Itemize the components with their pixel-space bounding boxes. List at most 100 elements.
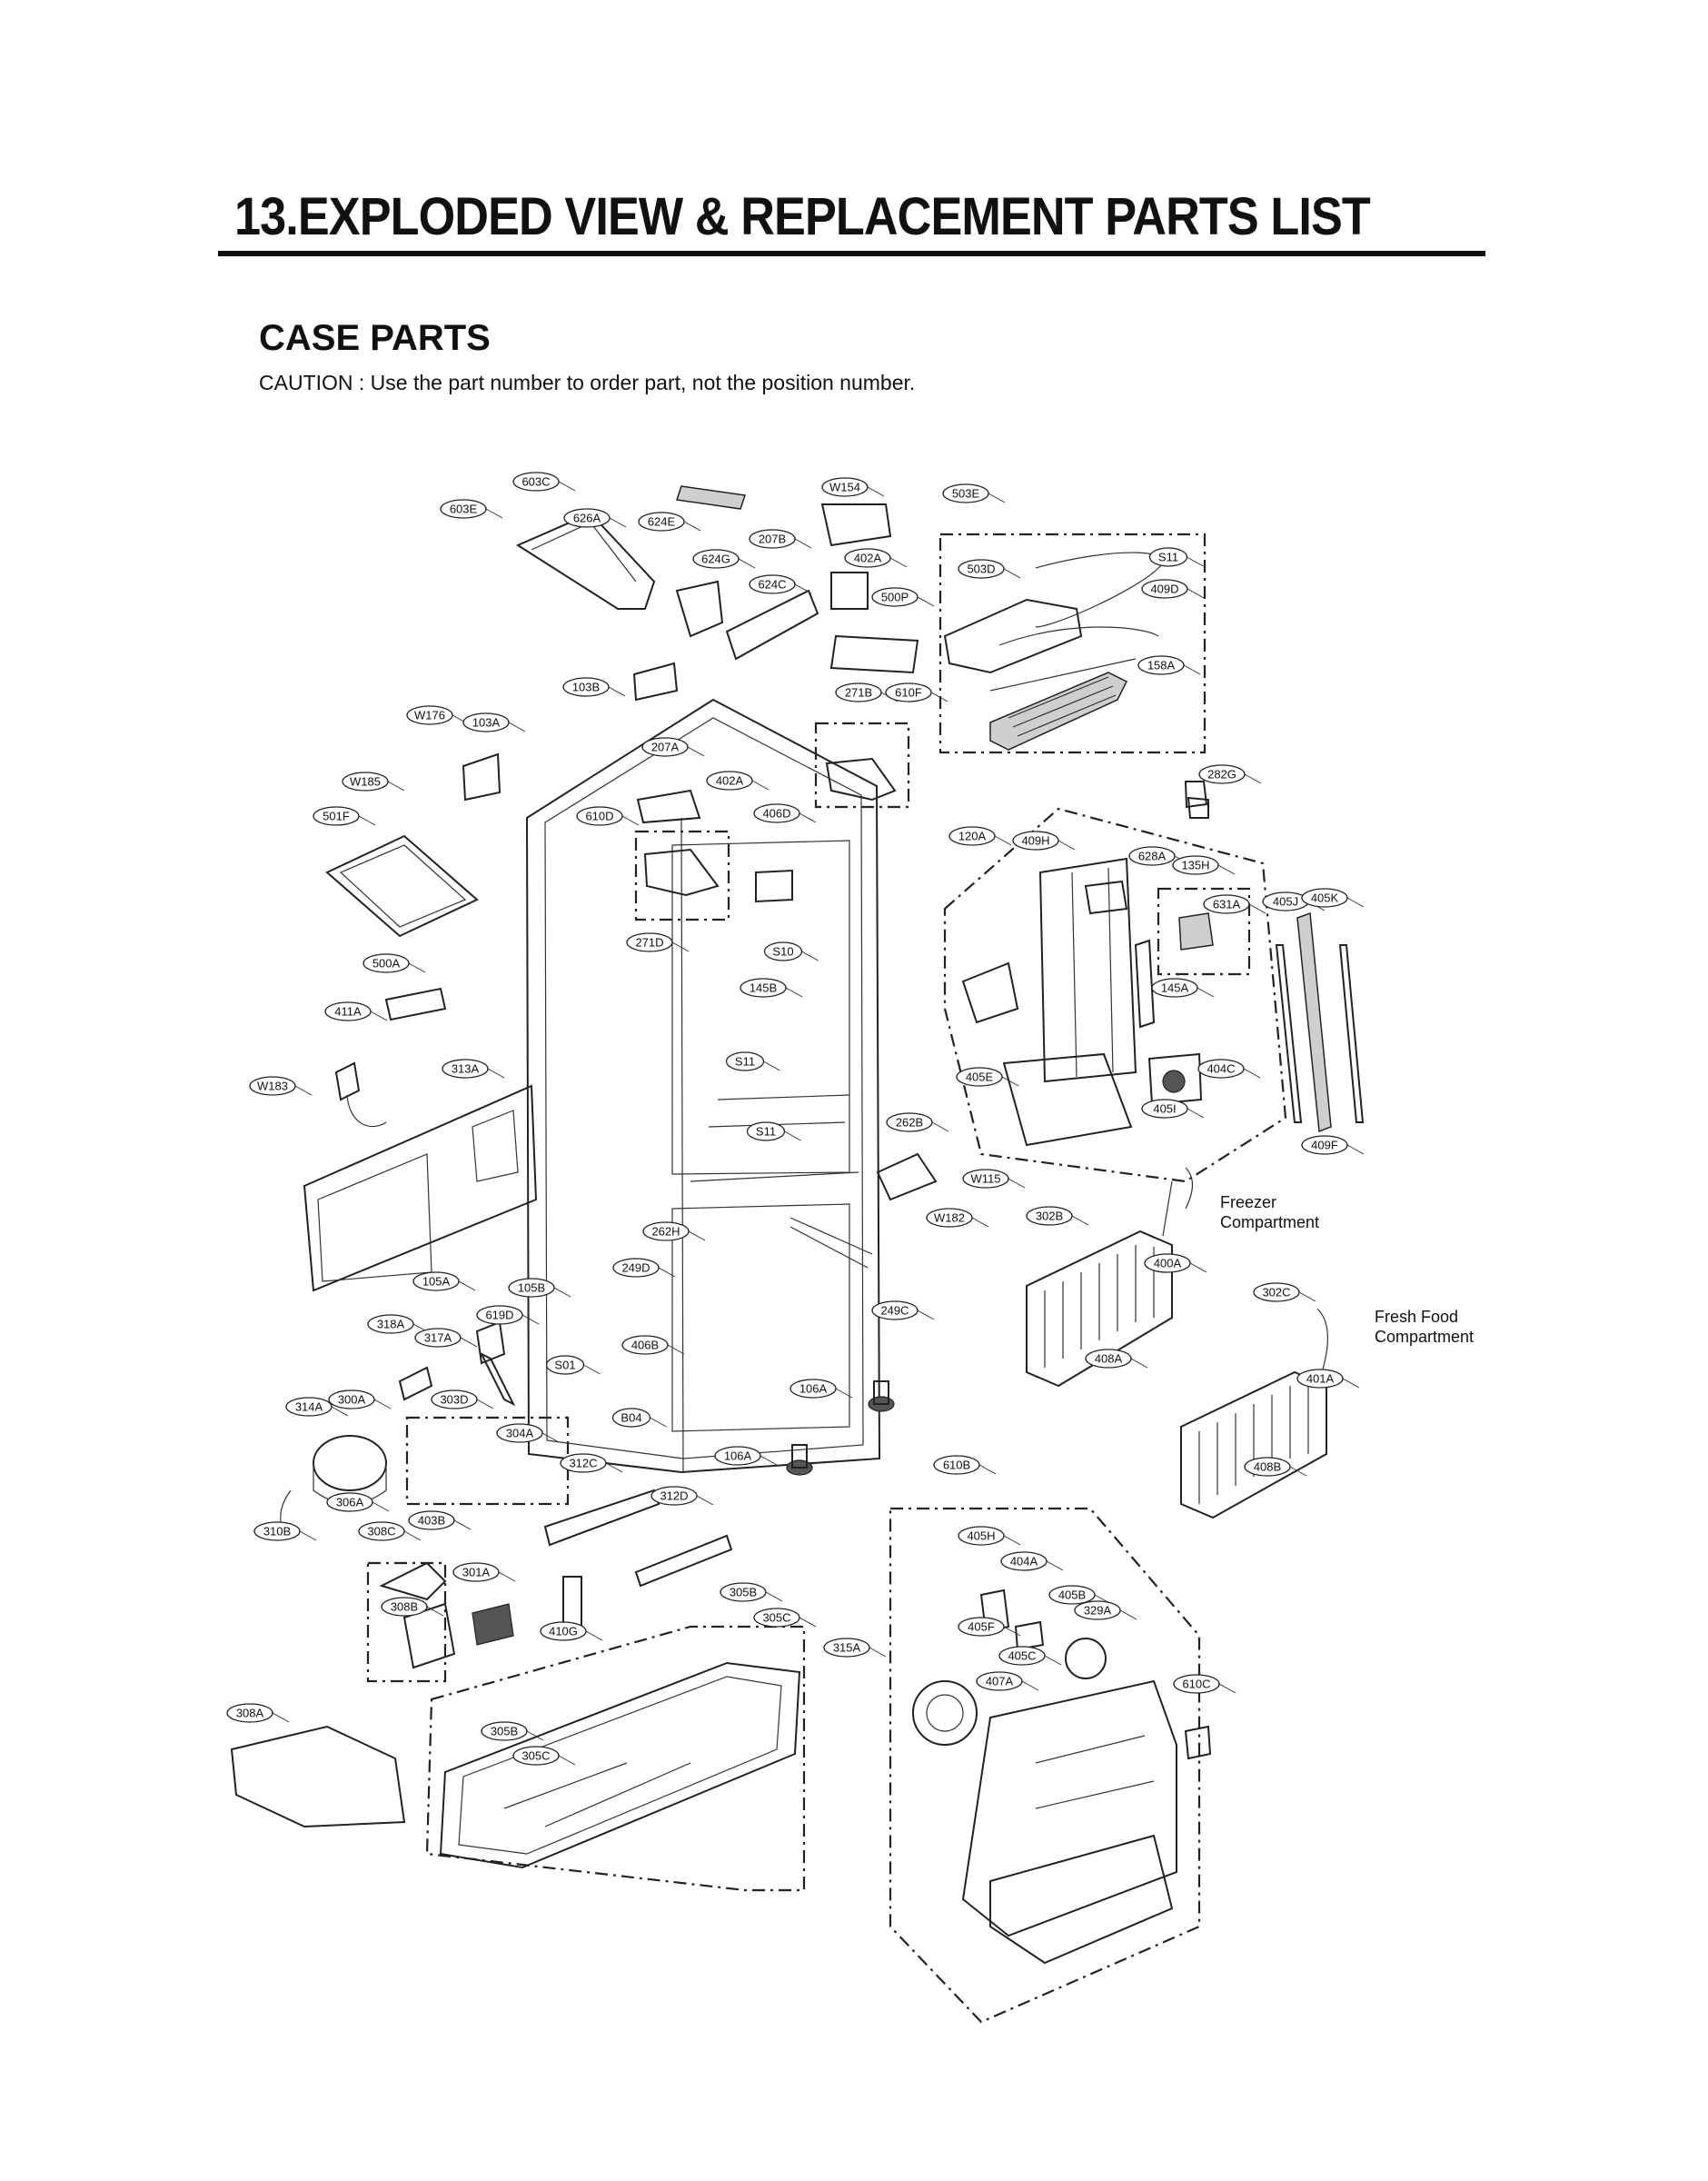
- part-label-oval: [926, 1208, 973, 1228]
- part-label-oval: [1203, 894, 1250, 914]
- part-label-oval: [414, 1328, 462, 1348]
- fan-cover-assembly: [943, 552, 1164, 751]
- leader-line: [403, 1530, 422, 1541]
- part-label: 408B: [1244, 1457, 1291, 1477]
- part-label-text: 282G: [1207, 768, 1236, 782]
- part-label-oval: [1151, 978, 1198, 998]
- part-label-text: 405J: [1273, 895, 1298, 909]
- part-label: 318A: [367, 1314, 414, 1334]
- leader-line: [1071, 1215, 1089, 1226]
- part-label: 406B: [621, 1335, 669, 1355]
- leader-line: [1130, 1358, 1148, 1369]
- leader-line: [458, 1280, 476, 1291]
- part-label-text: 631A: [1213, 898, 1241, 911]
- part-label-oval: [452, 1562, 500, 1582]
- leader-line: [1046, 1560, 1064, 1571]
- leader-line: [1003, 1626, 1021, 1637]
- part-label-oval: [821, 477, 869, 497]
- part-label-text: 300A: [338, 1393, 366, 1407]
- part-label: 405B: [1048, 1585, 1096, 1605]
- leader-line: [1187, 588, 1205, 599]
- leader-line: [1001, 1076, 1019, 1087]
- part-label-text: 500P: [881, 591, 909, 604]
- part-label-oval: [1198, 764, 1246, 784]
- part-label: 503E: [942, 483, 989, 503]
- part-label: 304A: [496, 1423, 543, 1443]
- leader-line: [867, 486, 885, 497]
- part-label-oval: [753, 803, 800, 823]
- caution-text: CAUTION : Use the part number to order p…: [259, 371, 916, 394]
- part-label-oval: [844, 548, 891, 568]
- part-label: 313A: [442, 1059, 489, 1079]
- part-label-oval: [942, 483, 989, 503]
- part-label-oval: [440, 499, 487, 519]
- part-label-text: 305B: [491, 1725, 518, 1738]
- leader-line: [650, 1417, 667, 1428]
- part-label-text: W115: [971, 1172, 1001, 1186]
- part-label: 501F: [313, 806, 360, 826]
- part-label: 610C: [1173, 1674, 1220, 1694]
- leader-line: [971, 1217, 989, 1228]
- ice-maker-parts: [462, 485, 919, 802]
- part-label-text: 501F: [323, 810, 350, 823]
- part-label: 403B: [408, 1510, 455, 1530]
- leader-line: [794, 538, 812, 549]
- part-label: 402A: [706, 771, 753, 791]
- part-label: 624C: [749, 574, 796, 594]
- part-label-text: 207A: [651, 741, 680, 754]
- part-label-oval: [638, 512, 685, 532]
- leader-line: [1218, 1683, 1236, 1694]
- group-outline-relay: [405, 1416, 570, 1506]
- part-label: 301A: [452, 1562, 500, 1582]
- group-outline-hinge-left: [634, 830, 730, 921]
- part-label-text: 405B: [1058, 1588, 1086, 1602]
- leader-line: [609, 517, 627, 528]
- part-label: 500P: [871, 587, 919, 607]
- part-label-oval: [642, 1221, 690, 1241]
- part-label: 401A: [1296, 1369, 1344, 1389]
- part-label: 603E: [440, 499, 487, 519]
- part-label: 300A: [328, 1389, 375, 1409]
- leader-line: [760, 1455, 778, 1466]
- leader-line: [476, 1399, 494, 1409]
- part-label-oval: [412, 1271, 460, 1291]
- leader-line: [658, 1267, 676, 1278]
- part-label: 315A: [823, 1638, 870, 1658]
- hinge-parts: [636, 757, 1209, 1201]
- part-label: 145A: [1151, 978, 1198, 998]
- leader-line: [667, 1344, 685, 1355]
- part-label-text: 145B: [750, 981, 777, 995]
- part-label: 603C: [512, 472, 560, 492]
- part-label-oval: [481, 1721, 528, 1741]
- leader-line: [294, 1085, 313, 1096]
- leader-line: [485, 508, 503, 519]
- part-label: 305C: [753, 1608, 800, 1628]
- leader-line: [605, 1462, 623, 1473]
- part-label-oval: [512, 1746, 560, 1766]
- part-label: 158A: [1137, 655, 1185, 675]
- part-label-text: 503D: [967, 563, 995, 576]
- part-label-oval: [789, 1379, 837, 1399]
- part-label: 207B: [749, 529, 796, 549]
- part-label-oval: [1173, 1674, 1220, 1694]
- part-label-oval: [885, 682, 932, 702]
- part-label-text: 249D: [621, 1261, 650, 1275]
- leader-line: [408, 962, 426, 973]
- part-label-oval: [1048, 1585, 1096, 1605]
- part-label: 305B: [720, 1582, 767, 1602]
- part-label-oval: [1253, 1282, 1300, 1302]
- part-label-text: S11: [1158, 551, 1178, 564]
- part-label: 407A: [976, 1671, 1023, 1691]
- leader-line: [553, 1287, 571, 1298]
- part-label-oval: [1026, 1206, 1073, 1226]
- part-label-oval: [871, 1300, 919, 1320]
- part-label: 105B: [508, 1278, 555, 1298]
- part-label: 271D: [626, 932, 673, 952]
- part-label-text: 503E: [952, 487, 980, 501]
- part-label: 408A: [1085, 1349, 1132, 1369]
- part-label: W154: [821, 477, 869, 497]
- leader-line: [671, 941, 690, 952]
- part-label-text: B04: [621, 1411, 641, 1425]
- part-label: 628A: [1128, 846, 1176, 866]
